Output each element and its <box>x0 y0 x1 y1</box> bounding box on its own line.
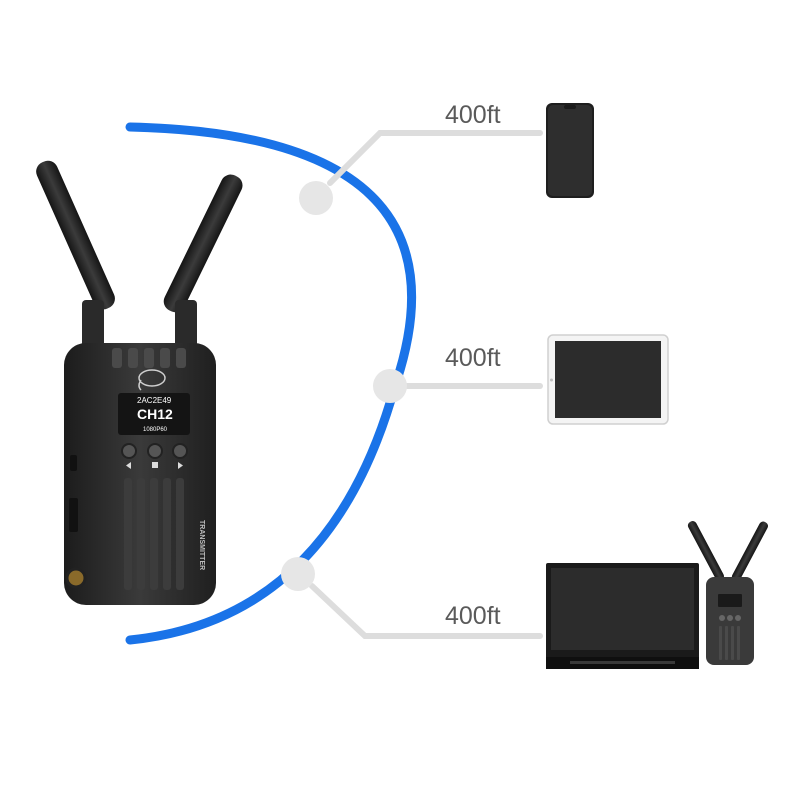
monitor-device <box>546 563 699 669</box>
connector-line-monitor <box>309 583 543 639</box>
tablet-device <box>547 334 669 425</box>
node-monitor <box>281 557 315 591</box>
tablet-camera <box>550 378 553 382</box>
left-button[interactable] <box>121 443 137 459</box>
receiver-device <box>687 521 769 665</box>
right-antenna <box>163 174 243 352</box>
control-buttons <box>121 443 188 469</box>
distance-label-monitor: 400ft <box>445 602 501 630</box>
screen-resolution: 1080P60 <box>143 427 168 433</box>
distance-label-tablet: 400ft <box>445 344 501 372</box>
stop-square-icon <box>152 462 158 468</box>
cooling-fins <box>124 478 184 590</box>
node-tablet <box>373 369 407 403</box>
transmitter-side-label: TRANSMITTER <box>198 520 205 570</box>
smartphone-device <box>546 103 594 198</box>
distance-label-phone: 400ft <box>445 101 501 129</box>
select-button[interactable] <box>147 443 163 459</box>
sdi-connector <box>65 567 87 589</box>
screen-channel: CH12 <box>137 406 173 422</box>
transmitter-device: 2AC2E49 CH12 1080P60 TRANSMITTER <box>36 160 243 605</box>
elephant-logo-icon <box>138 369 166 391</box>
screen-device-id: 2AC2E49 <box>137 396 172 405</box>
transmitter-screen <box>118 393 190 435</box>
hdmi-port <box>69 498 78 532</box>
top-ridges <box>112 348 186 368</box>
right-button[interactable] <box>172 443 188 459</box>
right-arrow-icon <box>178 462 183 469</box>
left-antenna <box>36 160 115 352</box>
phone-notch <box>564 105 576 109</box>
connector-line-phone <box>327 130 543 186</box>
node-phone <box>299 181 333 215</box>
left-arrow-icon <box>126 462 131 469</box>
side-switch <box>70 455 77 471</box>
